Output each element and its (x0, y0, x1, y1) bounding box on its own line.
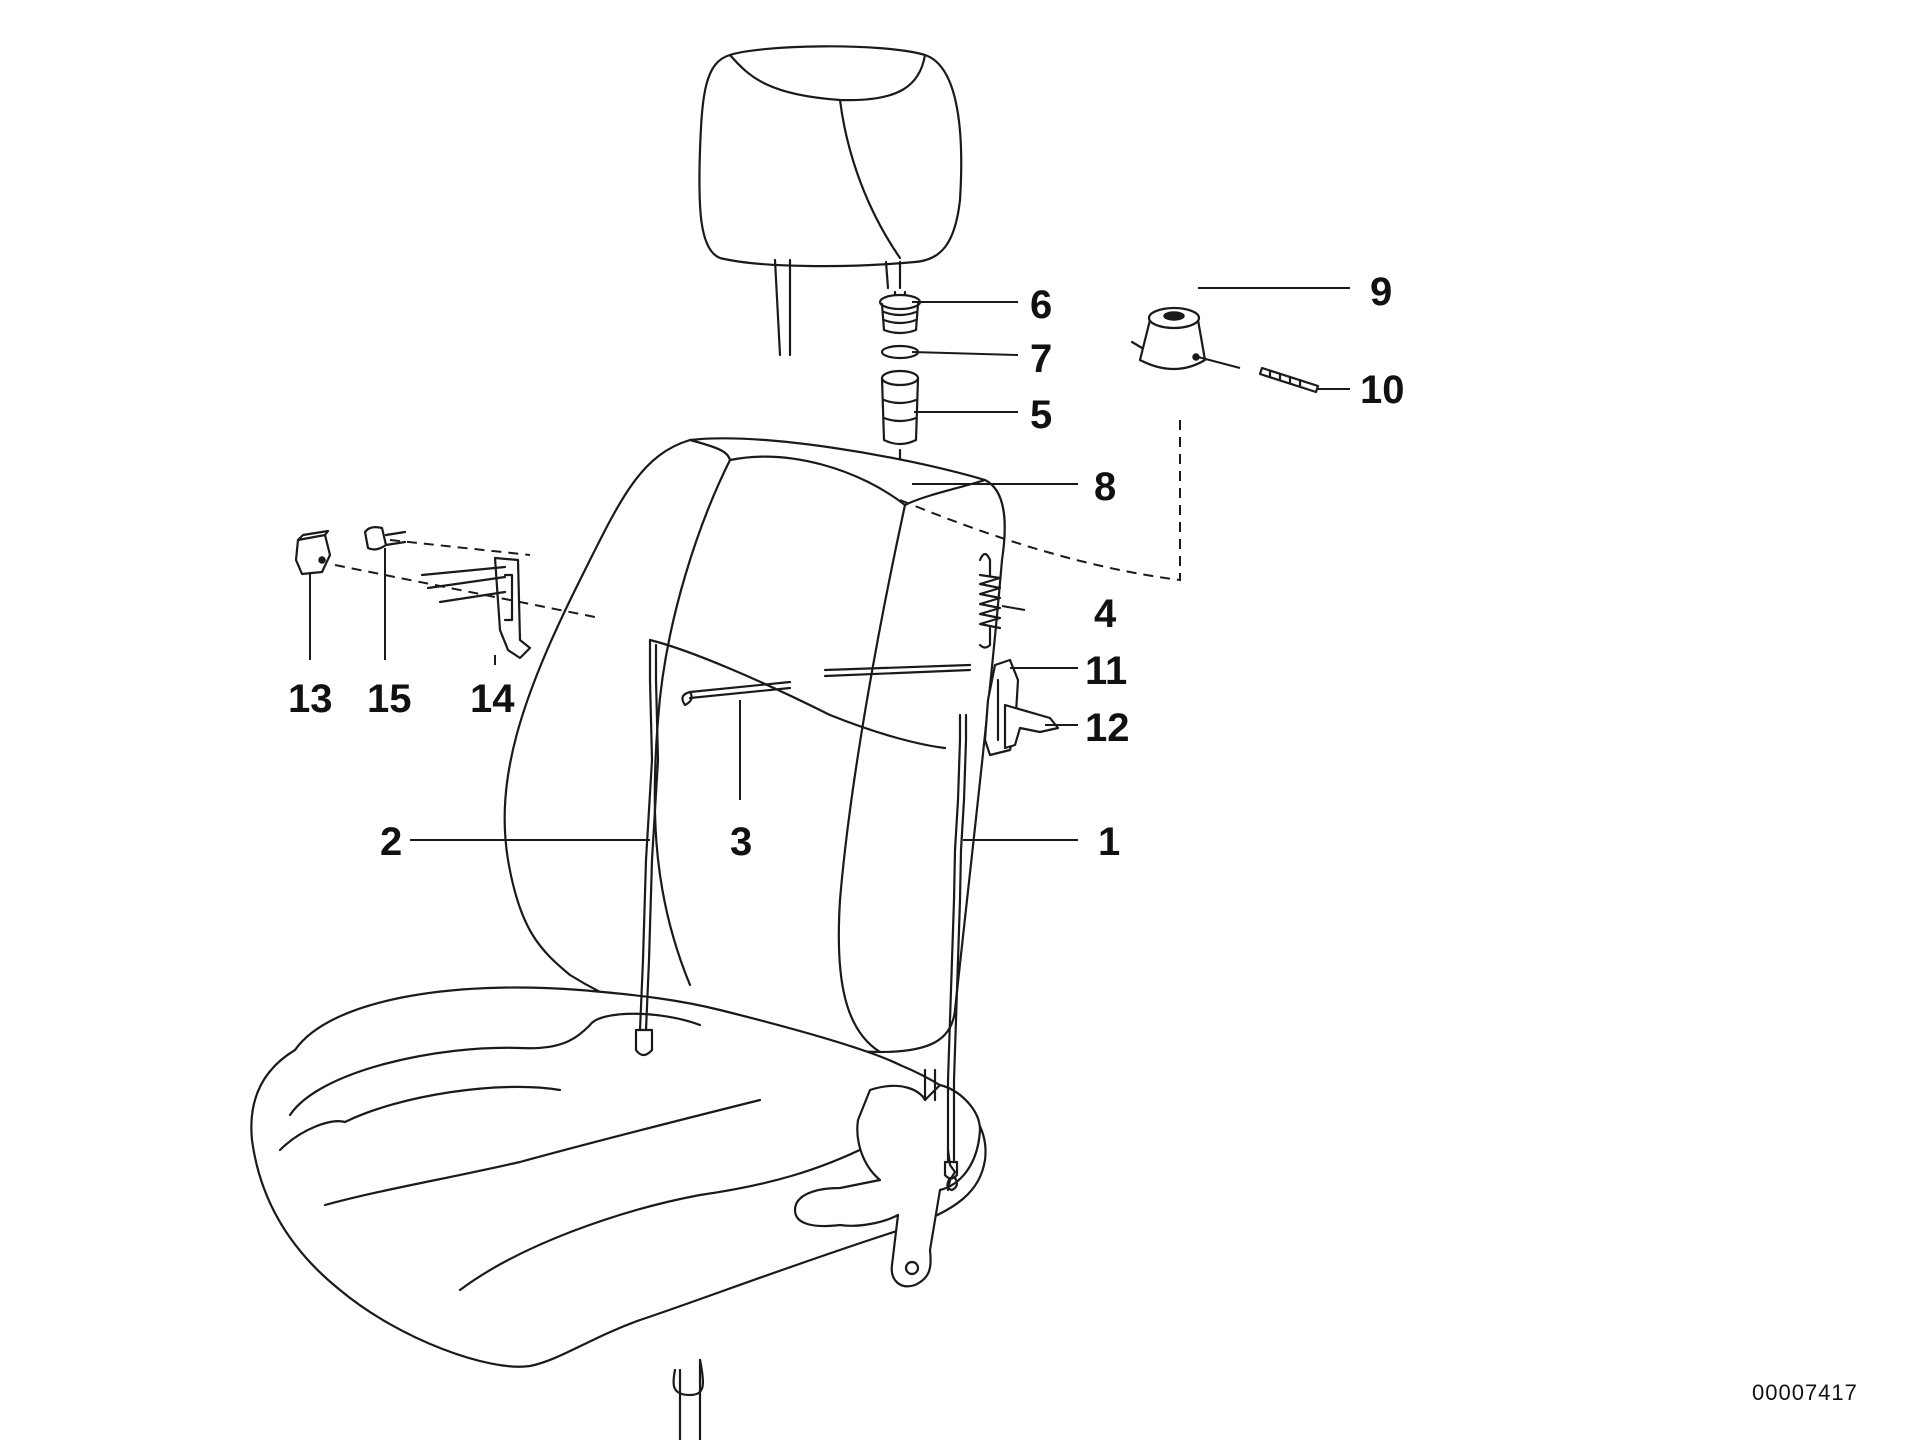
callout-13: 13 (288, 677, 333, 721)
callout-9: 9 (1370, 270, 1392, 314)
headrest (698, 45, 963, 357)
bolt-15 (363, 526, 407, 551)
backrest (503, 437, 1006, 1054)
cover-13 (294, 529, 332, 576)
callout-15: 15 (367, 677, 412, 721)
callout-3: 3 (730, 820, 752, 864)
cable-1 (943, 713, 968, 1180)
release-lever (983, 658, 1060, 757)
callout-1: 1 (1098, 820, 1120, 864)
callout-6: 6 (1030, 283, 1052, 327)
callout-4: 4 (1094, 592, 1117, 636)
callout-7: 7 (1030, 337, 1052, 381)
recliner-hinge (793, 1068, 982, 1288)
cap-9 (1130, 306, 1207, 370)
cable-2 (634, 638, 947, 1057)
callout-14: 14 (470, 677, 515, 721)
callout-11: 11 (1085, 649, 1127, 693)
callout-labels: 1 2 3 4 5 6 7 8 9 10 11 12 13 14 15 (288, 270, 1405, 864)
spring-4 (978, 552, 1002, 649)
reference-number: 00007417 (1752, 1380, 1858, 1405)
callout-2: 2 (380, 820, 402, 864)
rod-3 (681, 663, 972, 707)
callout-10: 10 (1360, 368, 1405, 412)
callout-5: 5 (1030, 393, 1052, 437)
callout-8: 8 (1094, 465, 1116, 509)
leader-lines (309, 287, 1350, 841)
pin-10 (1258, 366, 1320, 394)
bracket-14 (420, 556, 532, 660)
callout-12: 12 (1085, 706, 1130, 750)
